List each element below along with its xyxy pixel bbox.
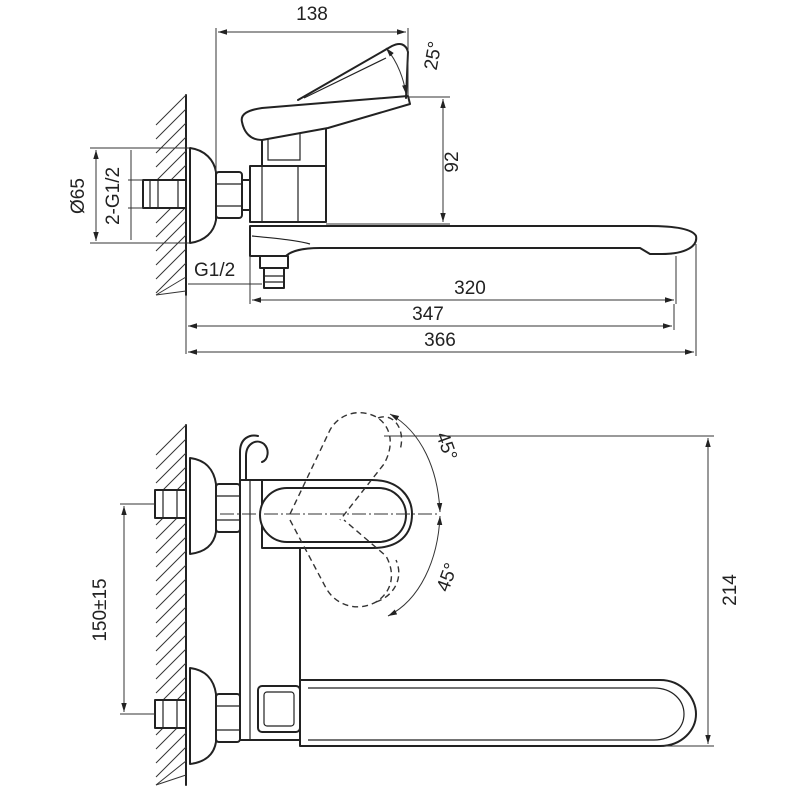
dim-depth: 214 — [720, 574, 741, 606]
handle-hook — [245, 440, 269, 481]
hatch-line — [155, 234, 187, 266]
upper-inlet-stub — [154, 489, 187, 519]
hatch-line — [155, 262, 187, 294]
lower-flange — [189, 667, 217, 765]
hatch-line — [155, 550, 187, 582]
hatch-line — [155, 578, 187, 610]
hatch-line — [155, 290, 187, 296]
hatch-line — [155, 108, 187, 140]
dim-top-width: 138 — [296, 4, 328, 25]
hatch-line — [155, 220, 187, 252]
dim-total-length: 366 — [424, 330, 456, 351]
wall-flange-top — [189, 147, 217, 244]
hatch-line — [155, 774, 187, 786]
dim-spout-length: 320 — [454, 278, 486, 299]
hatch-line — [155, 424, 187, 456]
dim-diameter: Ø65 — [68, 178, 89, 214]
hatch-line — [155, 522, 187, 554]
lever-handle-raised — [297, 43, 409, 101]
dim-inlet-thread: 2-G1/2 — [103, 167, 124, 225]
dim-height: 92 — [442, 151, 463, 172]
hatch-line — [155, 746, 187, 778]
hex-nut — [215, 171, 243, 219]
handle-ghost-up — [289, 411, 391, 521]
side-view: 138 25° 92 Ø65 2-G1/2 G1/2 320 347 — [68, 4, 698, 356]
lever-handle — [240, 95, 411, 141]
top-view: 45° 45° 150±15 214 — [90, 411, 741, 786]
lower-inlet-stub — [154, 699, 187, 729]
hatch-line — [155, 150, 187, 182]
hatch-line — [155, 634, 187, 666]
hatch-line — [155, 606, 187, 638]
dim-angle-down: 45° — [433, 560, 463, 594]
hatch-line — [155, 452, 187, 484]
dim-handle-angle: 25° — [421, 40, 447, 72]
outlet-square — [257, 685, 301, 733]
outlet-nipple — [259, 255, 289, 269]
hatch-line — [155, 564, 187, 596]
hatch-line — [155, 206, 187, 238]
dim-mid-length: 347 — [412, 304, 444, 325]
hatch-line — [155, 760, 187, 786]
hatch-line — [155, 136, 187, 168]
dim-outlet-thread: G1/2 — [194, 260, 235, 281]
hatch-line — [155, 662, 187, 694]
handle-top — [259, 487, 407, 543]
wall-hatch-top — [155, 94, 187, 296]
wall-hatch-bottom — [155, 424, 187, 786]
dim-angle-up: 45° — [431, 429, 461, 463]
upper-flange — [189, 457, 217, 555]
hatch-line — [155, 648, 187, 680]
hatch-line — [155, 438, 187, 470]
hatch-line — [155, 276, 187, 296]
spout-side — [249, 225, 698, 257]
hatch-line — [155, 536, 187, 568]
hatch-line — [155, 592, 187, 624]
dim-center-distance: 150±15 — [90, 578, 111, 641]
spout-top — [299, 679, 697, 747]
hatch-line — [155, 732, 187, 764]
hatch-line — [155, 248, 187, 280]
hatch-line — [155, 620, 187, 652]
hatch-line — [155, 94, 187, 126]
